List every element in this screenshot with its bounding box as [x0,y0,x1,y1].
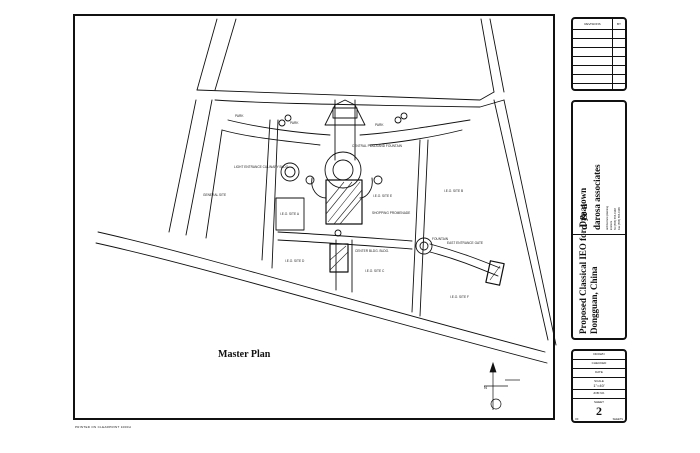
label-center-bldg: CENTER BLDG. BLDG. [355,249,389,253]
drawn-label: DRAWN [593,352,605,356]
label-park-1: PARK [235,114,244,118]
north-label: N [484,385,487,390]
date-row: DATE [573,369,625,378]
sheet-number: 2 [596,404,602,418]
firm-address-line-1: architecture planning [606,205,609,230]
firm-logo: d & a [578,203,590,230]
by-label: BY [616,22,621,26]
job-no-row: JOB NO. [573,390,625,399]
label-ieo-site-f: I.E.O. SITE F [450,295,469,299]
label-ieo-site-e: I.E.O. SITE E [373,194,392,198]
drawn-row: DRAWN [573,351,625,360]
project-title-line2: Dongguan, China [589,266,599,334]
revision-row [573,84,625,89]
revisions-header: REVISIONS BY [573,19,625,30]
revision-row [573,39,625,48]
revisions-label: REVISIONS [573,19,613,29]
label-central-plaza: CENTRAL PLAZA AND FOUNTAIN [352,144,403,148]
drawing-title: Master Plan [218,349,271,360]
firm-name: darosa associates [592,164,602,230]
printed-note: PRINTED ON CLEARPRINT 1000H [75,425,132,429]
label-ieo-site-d: I.E.O. SITE D [285,259,305,263]
of-sheets-line: OF SHEETS [573,418,625,421]
label-general-site: GENERAL SITE [203,193,226,197]
sheet-label: SHEET [593,400,604,404]
sheets-label: SHEETS [612,418,623,421]
plan-border [73,14,555,420]
job-no-label: JOB NO. [592,391,605,395]
label-shopping-promenade: SHOPPING PROMENADE [372,211,410,215]
scale-label: SCALE [594,379,604,383]
firm-address-line-4: Fax (555) 555-0199 [618,207,621,230]
label-ieo-site-a: I.E.O. SITE A [280,212,300,216]
checked-label: CHECKED [591,361,607,365]
label-park-2: PARK [290,121,299,125]
of-label: OF [575,418,579,421]
label-fountain: FOUNTAIN [432,237,449,241]
date-label: DATE [595,370,603,374]
title-divider [573,234,625,235]
sheet-row: SHEET 2 OF SHEETS [573,399,625,421]
revisions-block: REVISIONS BY [571,17,627,91]
checked-row: CHECKED [573,360,625,369]
label-ieo-site-c: I.E.O. SITE C [365,269,385,273]
label-light-entrance: LIGHT ENTRANCE CULINARY BLDG. [234,165,289,169]
label-east-entrance: EAST ENTRANCE GATE [447,241,483,245]
label-park-3: PARK [375,123,384,127]
revision-row [573,30,625,39]
firm-address-line-3: Tel (555) 555-0148 [614,208,617,230]
firm-address-line-2: interiors [610,220,613,230]
scale-value: 1"=40' [593,383,605,388]
revision-row [573,75,625,84]
revision-row [573,66,625,75]
scale-row: SCALE 1"=40' [573,378,625,390]
label-ieo-site-b: I.E.O. SITE B [444,189,463,193]
project-title-block: Proposed Classical IEO for Dynatown Dong… [571,100,627,340]
north-arrow-icon [484,361,520,410]
revision-row [573,48,625,57]
revision-row [573,57,625,66]
sheet-info-block: DRAWN CHECKED DATE SCALE 1"=40' JOB NO. … [571,349,627,423]
